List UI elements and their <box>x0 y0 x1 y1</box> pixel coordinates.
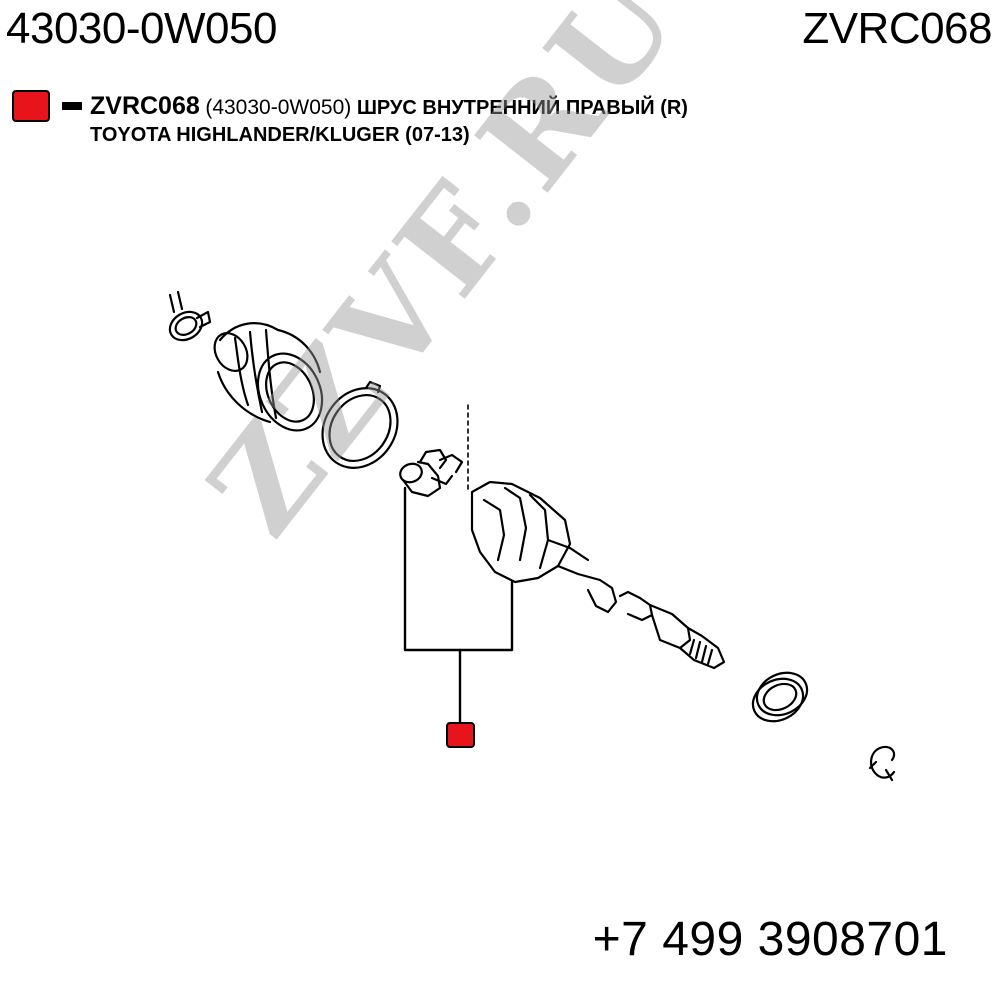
tripod-joint <box>399 448 464 498</box>
part-marker-square <box>446 722 475 748</box>
large-boot-clamp <box>321 380 399 469</box>
legend-marker-square <box>12 90 50 122</box>
small-boot-clamp <box>168 290 212 342</box>
legend-oem-ref: (43030-0W050) <box>205 96 352 119</box>
cv-joint-housing <box>470 480 618 614</box>
callout-bracket <box>403 486 514 726</box>
snap-ring <box>868 745 896 782</box>
brand-part-number: ZVRC068 <box>802 4 992 53</box>
phone-number: +7 499 3908701 <box>592 913 948 966</box>
legend-vehicle: TOYOTA HIGHLANDER/KLUGER (07-13) <box>90 124 470 146</box>
oem-part-number: 43030-0W050 <box>6 4 277 53</box>
drive-shaft <box>618 590 726 670</box>
legend-description: ШРУС ВНУТРЕННИЙ ПРАВЫЙ (R) <box>356 97 688 119</box>
cv-boot <box>213 322 324 432</box>
legend-part-code: ZVRC068 <box>90 92 200 120</box>
legend-title: ZVRC068 (43030-0W050) ШРУС ВНУТРЕННИЙ ПР… <box>90 92 688 121</box>
oil-seal <box>751 671 809 723</box>
legend-dash <box>62 102 82 110</box>
